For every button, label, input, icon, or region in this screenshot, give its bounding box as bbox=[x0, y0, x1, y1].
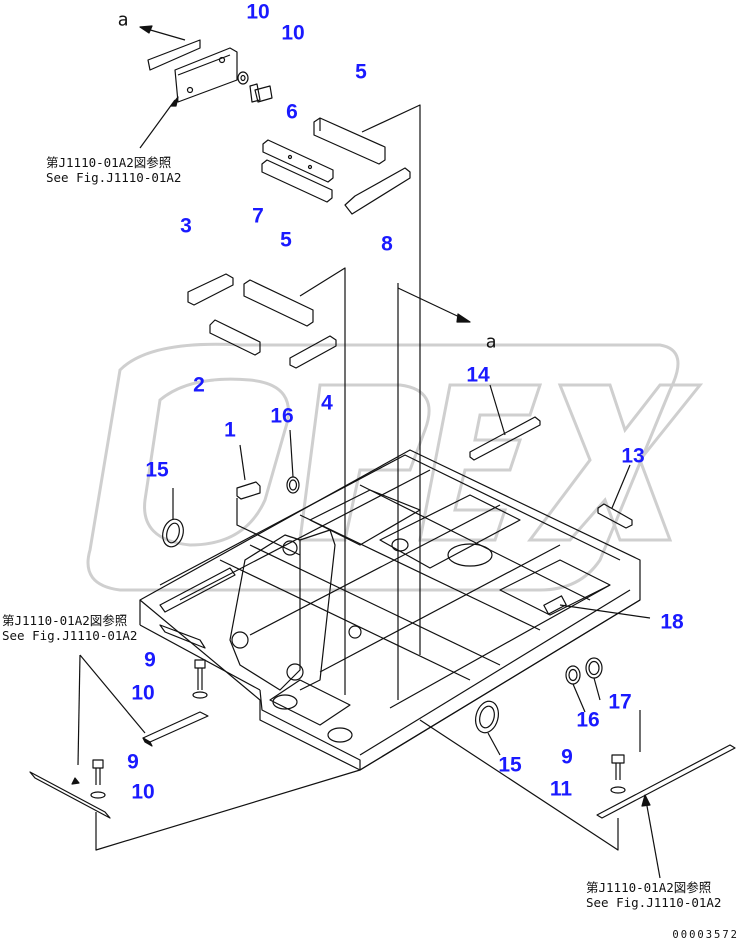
callout-4: 4 bbox=[321, 391, 333, 415]
callout-1: 1 bbox=[224, 418, 236, 442]
callout-18: 18 bbox=[660, 610, 684, 634]
callout-10-right: 11 bbox=[549, 777, 573, 801]
callout-9-right: 9 bbox=[561, 745, 573, 769]
callout-12: 10 bbox=[246, 0, 270, 24]
reference-note-bottom: 第J1110-01A2図参照 See Fig.J1110-01A2 bbox=[586, 880, 721, 910]
callout-11: 10 bbox=[281, 21, 305, 45]
view-letter-a-middle: a bbox=[485, 331, 497, 353]
view-letter-a-top: a bbox=[117, 9, 129, 31]
reference-note-top: 第J1110-01A2図参照 See Fig.J1110-01A2 bbox=[46, 155, 181, 185]
callout-17: 17 bbox=[608, 690, 632, 714]
reference-en: See Fig.J1110-01A2 bbox=[46, 170, 182, 185]
reference-jp: 第J1110-01A2図参照 bbox=[586, 880, 712, 895]
watermark-logo bbox=[86, 342, 704, 592]
callout-5-top: 5 bbox=[355, 60, 367, 84]
callout-7: 7 bbox=[252, 204, 264, 228]
reference-en: See Fig.J1110-01A2 bbox=[586, 895, 722, 910]
callout-10-left-lower: 10 bbox=[131, 780, 155, 804]
reference-jp: 第J1110-01A2図参照 bbox=[2, 613, 128, 628]
callout-9-left-upper: 9 bbox=[144, 648, 156, 672]
callout-2: 2 bbox=[193, 373, 205, 397]
callout-6: 6 bbox=[286, 100, 298, 124]
callout-10-left-upper: 10 bbox=[131, 681, 155, 705]
callout-5-mid: 5 bbox=[280, 228, 292, 252]
callout-13: 13 bbox=[621, 444, 645, 468]
line-art bbox=[29, 25, 736, 879]
callout-14: 14 bbox=[466, 363, 490, 387]
document-number: 00003572 bbox=[672, 929, 739, 941]
reference-jp: 第J1110-01A2図参照 bbox=[46, 155, 172, 170]
callout-3: 3 bbox=[180, 214, 192, 238]
callout-16-lower: 16 bbox=[576, 708, 600, 732]
callout-16-upper: 16 bbox=[270, 404, 294, 428]
reference-en: See Fig.J1110-01A2 bbox=[2, 628, 138, 643]
callout-8: 8 bbox=[381, 232, 393, 256]
reference-note-left: 第J1110-01A2図参照 See Fig.J1110-01A2 bbox=[2, 613, 137, 643]
callout-15-upper: 15 bbox=[145, 458, 169, 482]
callout-9-left-lower: 9 bbox=[127, 750, 139, 774]
callout-15-lower: 15 bbox=[498, 753, 522, 777]
